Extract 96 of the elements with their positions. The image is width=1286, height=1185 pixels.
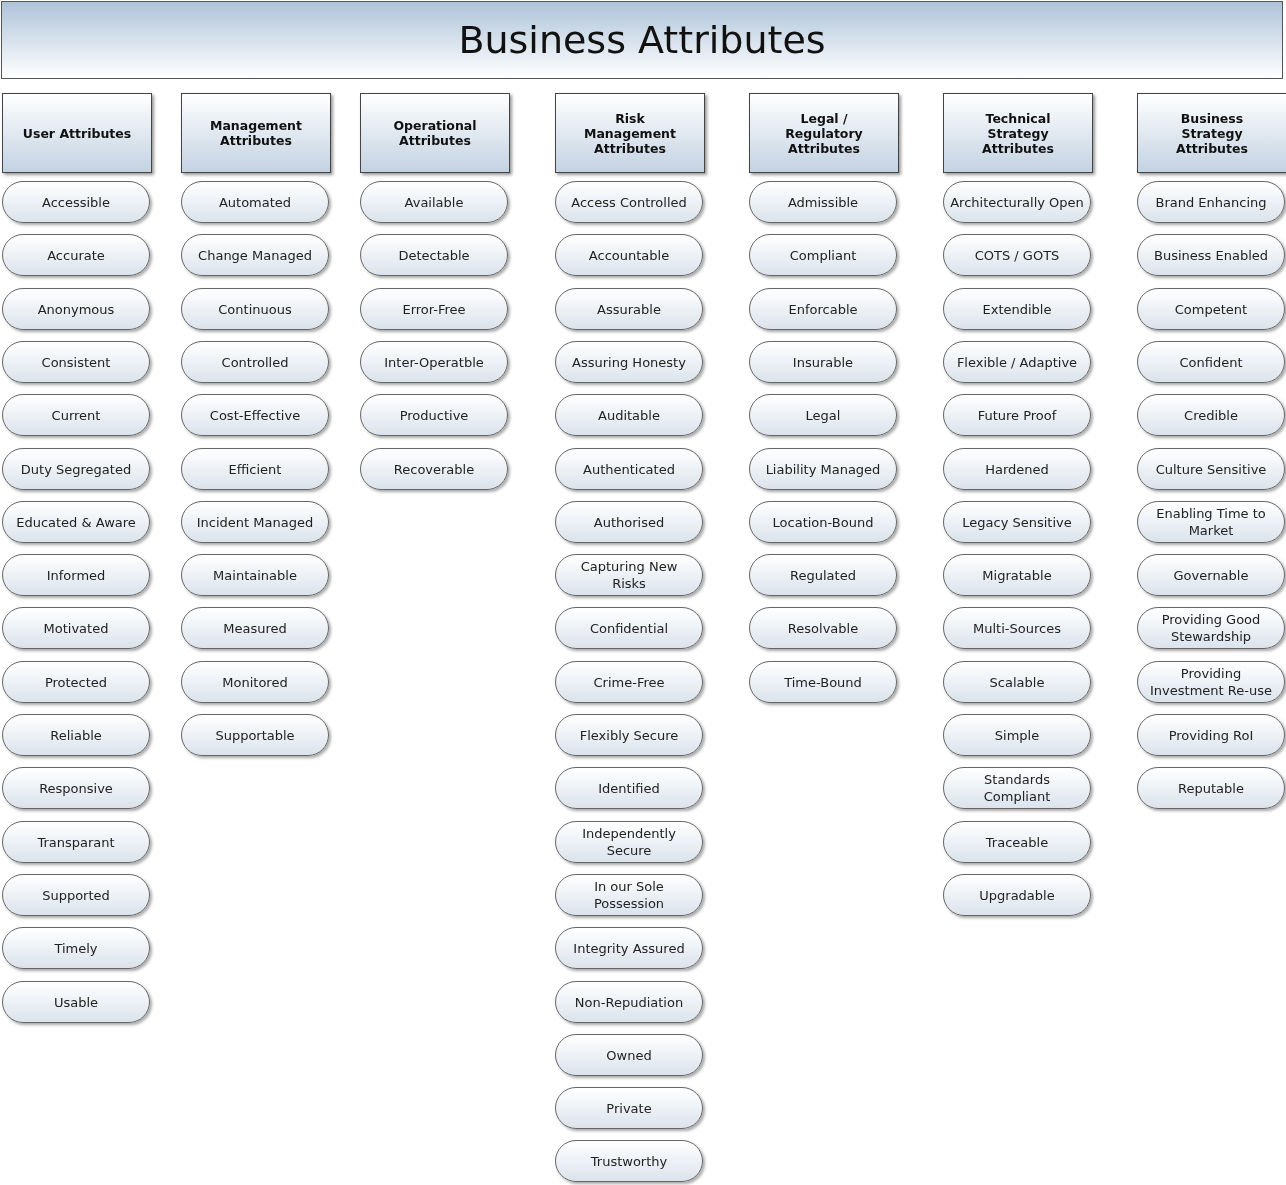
attribute-pill: Migratable	[943, 554, 1091, 596]
attribute-pill: Liability Managed	[749, 448, 897, 490]
attribute-pill: Identified	[555, 767, 703, 809]
attribute-pill: Consistent	[2, 341, 150, 383]
attribute-pill: Transparant	[2, 821, 150, 863]
attribute-pill: Extendible	[943, 288, 1091, 330]
attribute-pill: Timely	[2, 927, 150, 969]
attribute-pill: Cost-Effective	[181, 394, 329, 436]
attribute-pill: Independently Secure	[555, 821, 703, 863]
attribute-pill: Automated	[181, 181, 329, 223]
attribute-pill: Motivated	[2, 607, 150, 649]
column-header: Risk Management Attributes	[555, 93, 705, 173]
attribute-pill: Hardened	[943, 448, 1091, 490]
attribute-pill: Enabling Time to Market	[1137, 501, 1285, 543]
attribute-pill: Detectable	[360, 234, 508, 276]
attribute-pill: Measured	[181, 607, 329, 649]
attribute-pill: Admissible	[749, 181, 897, 223]
attribute-pill: Culture Sensitive	[1137, 448, 1285, 490]
attribute-pill: Inter-Operatble	[360, 341, 508, 383]
attribute-pill: Legacy Sensitive	[943, 501, 1091, 543]
attribute-pill: Governable	[1137, 554, 1285, 596]
attribute-pill: Monitored	[181, 661, 329, 703]
attribute-pill: Resolvable	[749, 607, 897, 649]
attribute-pill: Recoverable	[360, 448, 508, 490]
column-header: User Attributes	[2, 93, 152, 173]
attribute-pill: Authorised	[555, 501, 703, 543]
attribute-pill: Confident	[1137, 341, 1285, 383]
attribute-pill: Incident Managed	[181, 501, 329, 543]
attribute-pill: Providing RoI	[1137, 714, 1285, 756]
attribute-pill: Scalable	[943, 661, 1091, 703]
attribute-pill: Duty Segregated	[2, 448, 150, 490]
attribute-pill: Continuous	[181, 288, 329, 330]
attribute-pill: Standards Compliant	[943, 767, 1091, 809]
attribute-pill: Available	[360, 181, 508, 223]
column-header: Legal / Regulatory Attributes	[749, 93, 899, 173]
attribute-pill: Accurate	[2, 234, 150, 276]
attribute-pill: Competent	[1137, 288, 1285, 330]
attribute-pill: Reputable	[1137, 767, 1285, 809]
attribute-pill: In our Sole Possession	[555, 874, 703, 916]
attribute-pill: Private	[555, 1087, 703, 1129]
title-text: Business Attributes	[458, 18, 826, 62]
attribute-pill: Compliant	[749, 234, 897, 276]
attribute-pill: Protected	[2, 661, 150, 703]
attribute-pill: Crime-Free	[555, 661, 703, 703]
attribute-pill: Traceable	[943, 821, 1091, 863]
attribute-pill: Legal	[749, 394, 897, 436]
attribute-pill: Usable	[2, 981, 150, 1023]
attribute-pill: Productive	[360, 394, 508, 436]
attribute-pill: Accessible	[2, 181, 150, 223]
attribute-pill: Responsive	[2, 767, 150, 809]
attribute-pill: Business Enabled	[1137, 234, 1285, 276]
attribute-pill: Providing Investment Re-use	[1137, 661, 1285, 703]
attribute-pill: Upgradable	[943, 874, 1091, 916]
attribute-pill: Reliable	[2, 714, 150, 756]
attribute-pill: Time-Bound	[749, 661, 897, 703]
attribute-pill: Owned	[555, 1034, 703, 1076]
attribute-pill: Location-Bound	[749, 501, 897, 543]
attribute-pill: Flexible / Adaptive	[943, 341, 1091, 383]
attribute-pill: Educated & Aware	[2, 501, 150, 543]
attribute-pill: Simple	[943, 714, 1091, 756]
attribute-pill: Trustworthy	[555, 1140, 703, 1182]
column-header: Business Strategy Attributes	[1137, 93, 1286, 173]
attribute-pill: Maintainable	[181, 554, 329, 596]
attribute-pill: Error-Free	[360, 288, 508, 330]
attribute-pill: Integrity Assured	[555, 927, 703, 969]
attribute-pill: Auditable	[555, 394, 703, 436]
attribute-pill: Accountable	[555, 234, 703, 276]
attribute-pill: Architecturally Open	[943, 181, 1091, 223]
attribute-pill: Insurable	[749, 341, 897, 383]
attribute-pill: Authenticated	[555, 448, 703, 490]
attribute-pill: Current	[2, 394, 150, 436]
attribute-pill: Brand Enhancing	[1137, 181, 1285, 223]
attribute-pill: Supported	[2, 874, 150, 916]
column-header: Operational Attributes	[360, 93, 510, 173]
attribute-pill: Future Proof	[943, 394, 1091, 436]
attribute-pill: Providing Good Stewardship	[1137, 607, 1285, 649]
attribute-pill: Anonymous	[2, 288, 150, 330]
attribute-pill: Change Managed	[181, 234, 329, 276]
attribute-pill: COTS / GOTS	[943, 234, 1091, 276]
column-header: Technical Strategy Attributes	[943, 93, 1093, 173]
attribute-pill: Efficient	[181, 448, 329, 490]
column-header: Management Attributes	[181, 93, 331, 173]
attribute-pill: Confidential	[555, 607, 703, 649]
attribute-pill: Capturing New Risks	[555, 554, 703, 596]
attribute-pill: Supportable	[181, 714, 329, 756]
attribute-pill: Controlled	[181, 341, 329, 383]
attribute-pill: Assurable	[555, 288, 703, 330]
attribute-pill: Multi-Sources	[943, 607, 1091, 649]
attribute-pill: Regulated	[749, 554, 897, 596]
attribute-pill: Credible	[1137, 394, 1285, 436]
attribute-pill: Non-Repudiation	[555, 981, 703, 1023]
attribute-pill: Access Controlled	[555, 181, 703, 223]
attribute-pill: Assuring Honesty	[555, 341, 703, 383]
attribute-pill: Enforcable	[749, 288, 897, 330]
attribute-pill: Flexibly Secure	[555, 714, 703, 756]
attribute-pill: Informed	[2, 554, 150, 596]
